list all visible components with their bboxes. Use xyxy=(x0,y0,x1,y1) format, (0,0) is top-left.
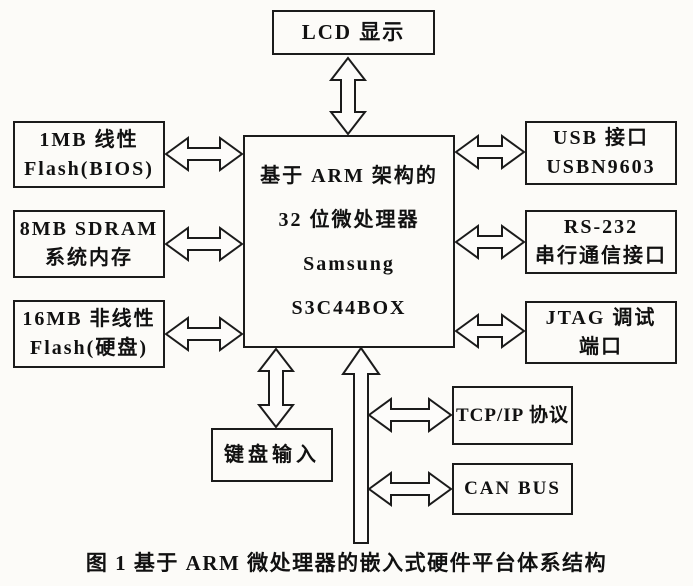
node-label: JTAG 调试 xyxy=(545,306,657,329)
node-label: CAN BUS xyxy=(464,478,561,500)
node-tcpip-protocol: TCP/IP 协议 xyxy=(452,386,573,445)
node-jtag-debug-port: JTAG 调试 端口 xyxy=(525,301,677,364)
node-label: 16MB 非线性 xyxy=(22,308,156,330)
arrow-lcd-cpu-icon xyxy=(328,56,368,136)
node-label: Flash(硬盘) xyxy=(30,337,148,359)
arrow-flash-bios-cpu-icon xyxy=(164,136,244,172)
node-label: 基于 ARM 架构的 xyxy=(260,164,438,187)
arrow-cpu-keyboard-icon xyxy=(256,347,296,429)
node-flash-bios: 1MB 线性 Flash(BIOS) xyxy=(13,121,165,188)
node-flash-disk: 16MB 非线性 Flash(硬盘) xyxy=(13,300,165,368)
arrow-flash-disk-cpu-icon xyxy=(164,316,244,352)
node-label: 32 位微处理器 xyxy=(278,208,420,231)
arrow-bus-trunk-cpu-icon xyxy=(341,346,381,544)
arrow-trunk-canbus-icon xyxy=(367,471,453,507)
node-label: TCP/IP 协议 xyxy=(456,404,569,426)
node-rs232-serial: RS-232 串行通信接口 xyxy=(525,210,677,274)
node-label: 1MB 线性 xyxy=(39,128,139,151)
node-cpu-s3c44b0x: 基于 ARM 架构的 32 位微处理器 Samsung S3C44BOX xyxy=(243,135,455,348)
node-label: 系统内存 xyxy=(45,247,133,269)
node-sdram-memory: 8MB SDRAM 系统内存 xyxy=(13,210,165,278)
node-can-bus: CAN BUS xyxy=(452,463,573,515)
node-label: 串行通信接口 xyxy=(535,245,667,267)
arrow-cpu-rs232-icon xyxy=(454,224,526,260)
node-label: LCD 显示 xyxy=(301,20,406,45)
node-usb-interface: USB 接口 USBN9603 xyxy=(525,121,677,185)
arrow-trunk-tcpip-icon xyxy=(367,397,453,433)
node-label: USB 接口 xyxy=(553,127,649,149)
node-label: Samsung xyxy=(303,252,395,275)
arrow-cpu-usb-icon xyxy=(454,134,526,170)
node-label: Flash(BIOS) xyxy=(24,157,154,180)
node-label: 键盘输入 xyxy=(224,443,320,466)
node-lcd-display: LCD 显示 xyxy=(272,10,435,55)
figure-caption: 图 1 基于 ARM 微处理器的嵌入式硬件平台体系结构 xyxy=(85,551,608,575)
node-label: 端口 xyxy=(579,335,623,358)
node-label: USBN9603 xyxy=(546,156,656,178)
node-label: S3C44BOX xyxy=(291,296,407,319)
arrow-cpu-jtag-icon xyxy=(454,313,526,349)
node-label: 8MB SDRAM xyxy=(19,218,159,240)
node-label: RS-232 xyxy=(563,216,639,238)
arrow-sdram-cpu-icon xyxy=(164,226,244,262)
node-keyboard-input: 键盘输入 xyxy=(211,428,333,482)
